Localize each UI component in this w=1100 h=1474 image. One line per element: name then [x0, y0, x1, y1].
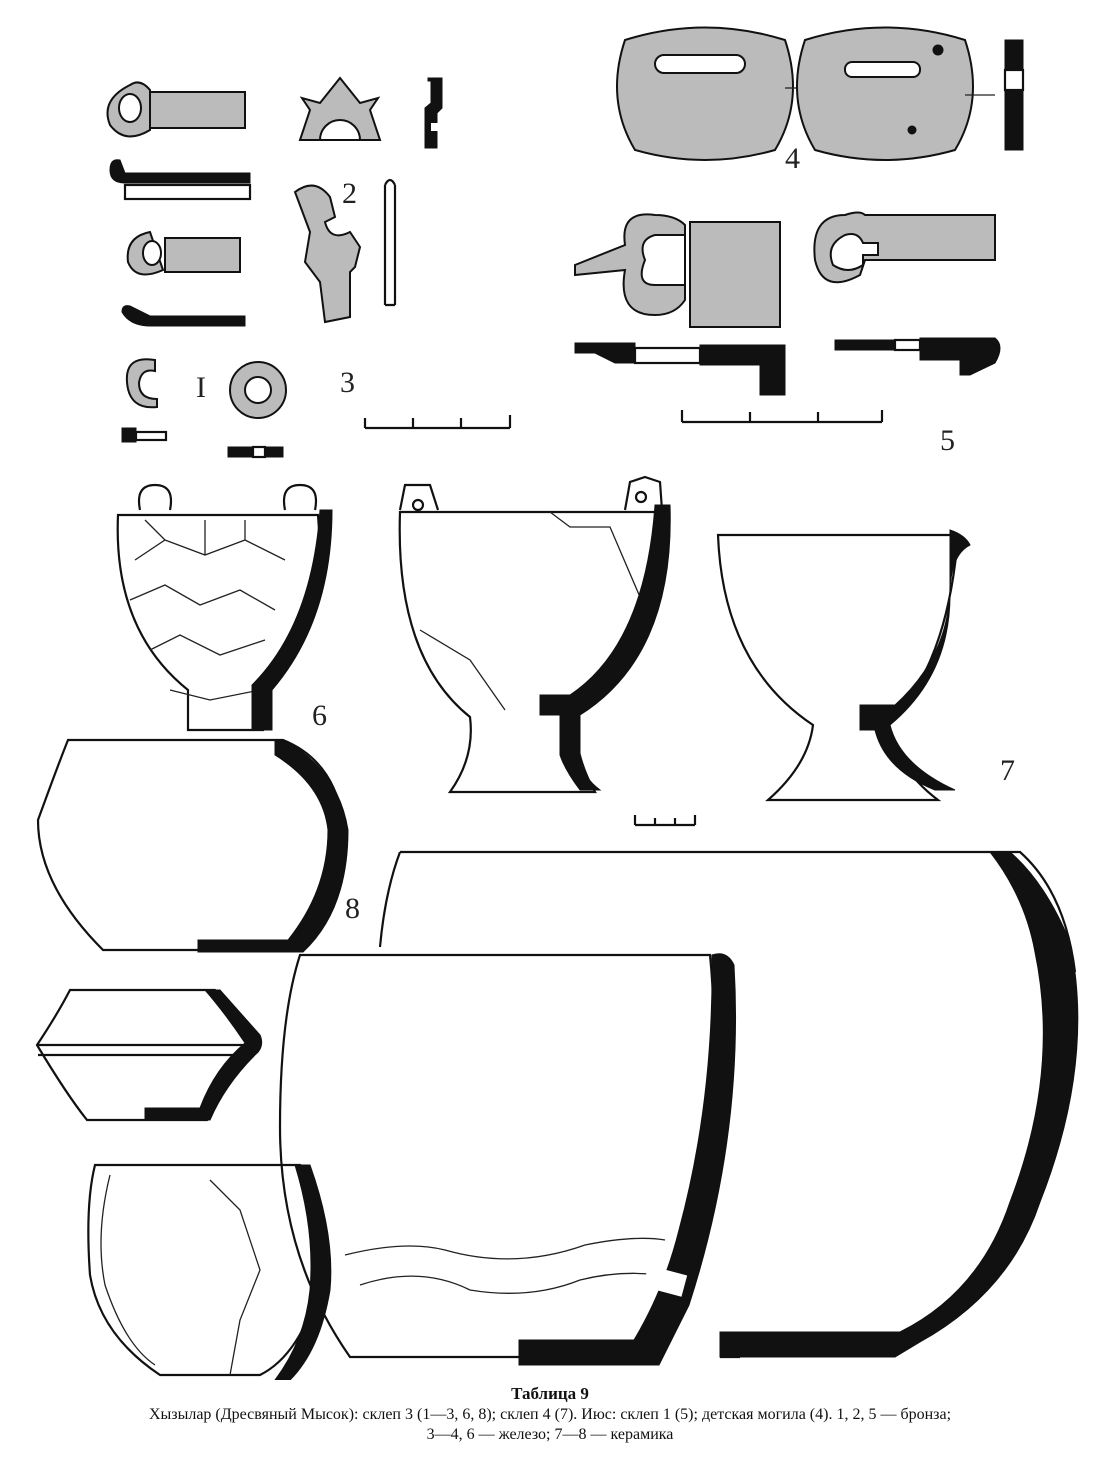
figure-label-5: 5 [940, 424, 955, 457]
vessel-6 [116, 483, 333, 732]
vessel-8 [36, 738, 349, 953]
small-pot [87, 1163, 332, 1380]
plaque-4-right [796, 26, 974, 161]
huge-jar [378, 850, 1079, 1359]
figure-label-2: 2 [342, 177, 357, 210]
caption-line-1: Хызылар (Дресвяный Мысок): склеп 3 (1—3,… [148, 1406, 952, 1423]
buckle-5-left [574, 213, 786, 396]
scale-bar-3 [633, 815, 697, 827]
figure-label-6: 6 [312, 699, 327, 732]
figure-label-8: 8 [345, 892, 360, 925]
plate-title: Таблица 9 [511, 1384, 589, 1403]
caption-line-2: 3—4, 6 — железо; 7—8 — керамика [426, 1426, 674, 1443]
ring-1 [227, 361, 287, 459]
buckle-1-top [106, 81, 252, 201]
figure-label-7: 7 [1000, 754, 1015, 787]
ring-fragment-1 [121, 358, 168, 443]
iron-fragment-3 [293, 178, 397, 324]
plaque-4-left [616, 26, 794, 161]
large-jar [278, 953, 737, 1366]
archaeological-plate: I 2 3 4 5 6 7 8 [35, 26, 1079, 1380]
figure-label-4: 4 [785, 142, 800, 175]
crown-fitting-2 [298, 76, 443, 149]
scale-bar-2 [680, 410, 884, 424]
vessel-unlabeled-footed [398, 475, 671, 794]
buckle-5-right [813, 211, 1001, 376]
plaque-4-profile [1003, 39, 1025, 151]
figure-label-1: I [196, 371, 206, 404]
small-bowl [35, 988, 263, 1122]
buckle-1-middle [121, 230, 246, 327]
vessel-7 [716, 529, 971, 802]
scale-bar-1 [363, 415, 512, 430]
figure-label-3: 3 [340, 366, 355, 399]
